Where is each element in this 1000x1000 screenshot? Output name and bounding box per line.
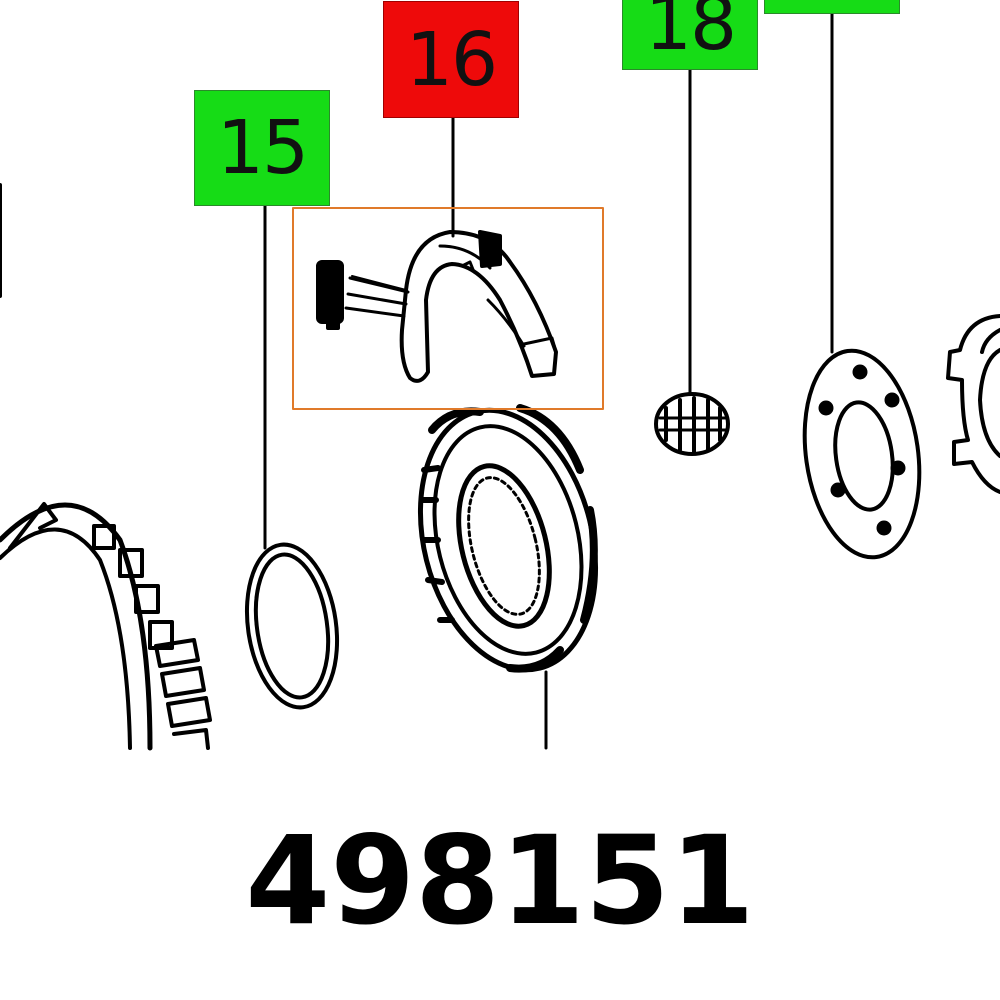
hub-partial-part: [946, 314, 1000, 494]
callout-16[interactable]: 16: [383, 1, 519, 118]
callout-18[interactable]: 18: [622, 0, 758, 70]
flange-disc-part: [802, 348, 922, 560]
callout-15[interactable]: 15: [194, 90, 330, 206]
synchronizer-ring-part: [417, 404, 599, 673]
shift-fork-part: [316, 230, 558, 383]
callout-15-label: 15: [216, 105, 309, 191]
part-number: 498151: [245, 810, 755, 952]
callout-18-label: 18: [644, 0, 737, 67]
part-16-highlight-box: [292, 207, 604, 410]
spring-part: [654, 392, 730, 456]
callout-19[interactable]: [764, 0, 900, 14]
gear-ring-part: [0, 502, 212, 751]
o-ring-part: [244, 542, 340, 710]
callout-16-label: 16: [405, 16, 498, 103]
